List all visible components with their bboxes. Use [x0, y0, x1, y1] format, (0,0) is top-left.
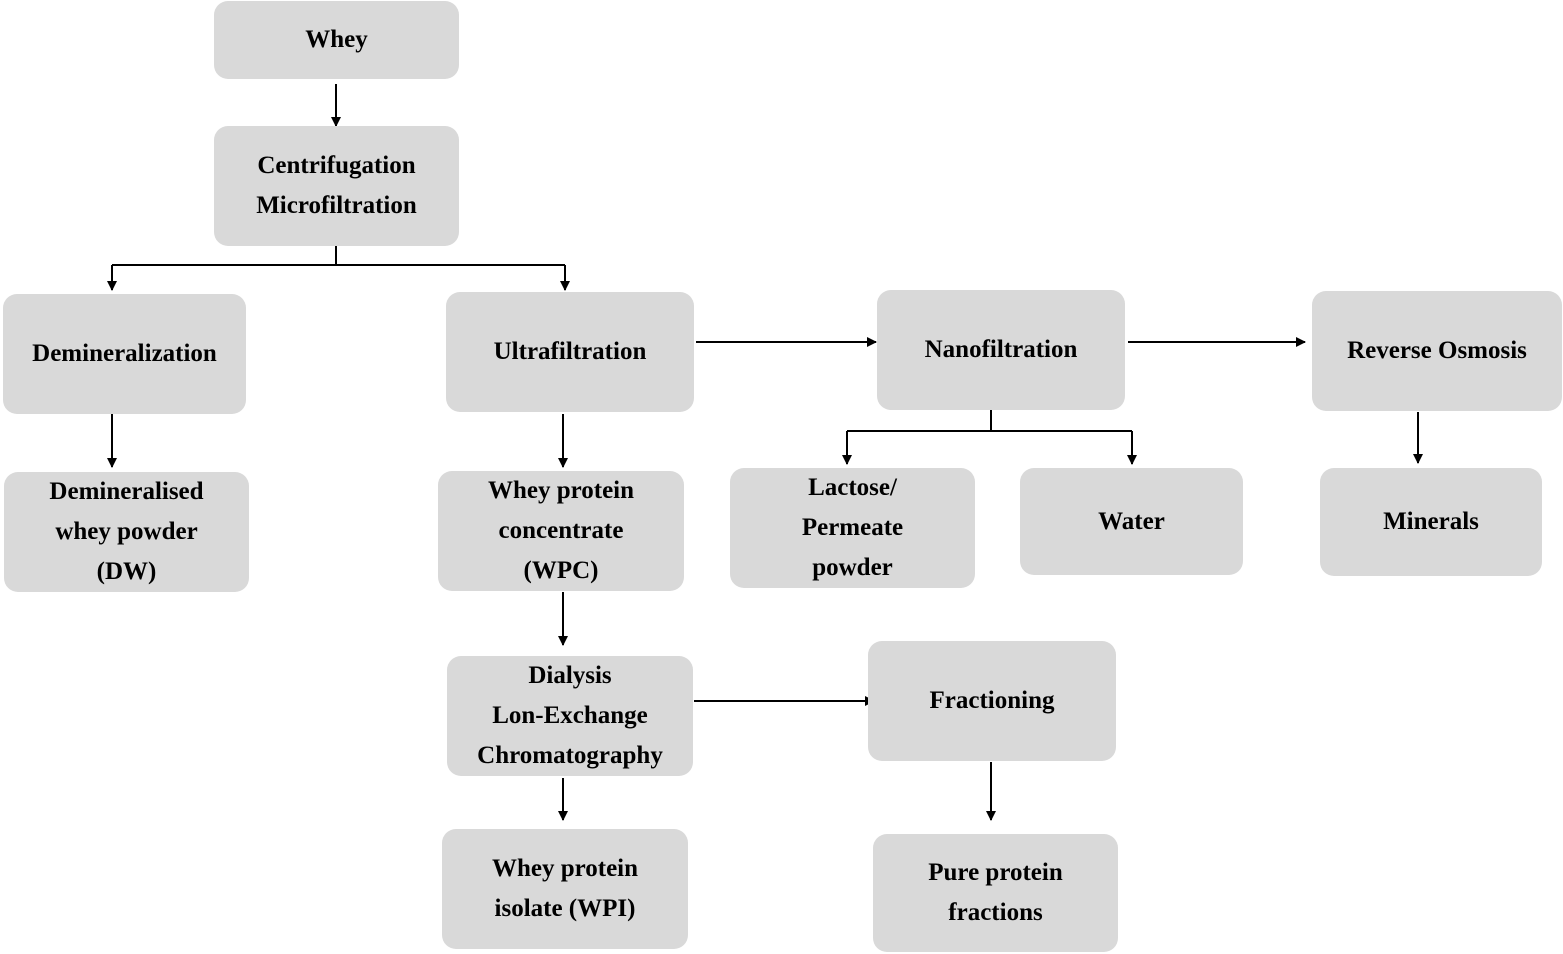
node-whey-label: Whey	[305, 26, 368, 53]
node-reverse-osmosis-label: Reverse Osmosis	[1347, 337, 1527, 364]
node-lactose-label: Lactose/ Permeate powder	[801, 474, 904, 581]
node-nanofiltration-label: Nanofiltration	[924, 336, 1078, 363]
node-demineralization-label: Demineralization	[32, 340, 217, 367]
node-nanofiltration: Nanofiltration	[877, 290, 1125, 410]
node-minerals-label: Minerals	[1383, 508, 1479, 535]
node-pure-protein-label: Pure protein fractions	[928, 859, 1063, 926]
node-centrifugation-label: Centrifugation Microfiltration	[256, 152, 417, 219]
node-demineralised-powder-label: Demineralised whey powder (DW)	[49, 478, 204, 585]
node-demineralised-whey-powder: Demineralised whey powder (DW)	[4, 472, 249, 592]
node-water-label: Water	[1098, 507, 1165, 535]
node-dialysis-label: Dialysis Lon-Exchange Chromatography	[477, 662, 663, 769]
node-whey-protein-concentrate: Whey protein concentrate (WPC)	[438, 471, 684, 591]
node-whey: Whey	[214, 1, 459, 79]
node-lactose-permeate-powder: Lactose/ Permeate powder	[730, 468, 975, 588]
node-ultrafiltration: Ultrafiltration	[446, 292, 694, 412]
node-water: Water	[1020, 468, 1243, 575]
node-demineralization: Demineralization	[3, 294, 246, 414]
node-wpi-label: Whey protein isolate (WPI)	[491, 855, 639, 922]
connector-centrifugation-branch	[112, 245, 565, 266]
node-fractioning-label: Fractioning	[929, 687, 1055, 714]
node-minerals: Minerals	[1320, 468, 1542, 576]
node-dialysis-ion-exchange: Dialysis Lon-Exchange Chromatography	[447, 656, 693, 776]
node-wpc-label: Whey protein concentrate (WPC)	[487, 477, 635, 584]
node-fractioning: Fractioning	[868, 641, 1116, 761]
node-ultrafiltration-label: Ultrafiltration	[493, 338, 647, 365]
node-centrifugation-microfiltration: Centrifugation Microfiltration	[214, 126, 459, 246]
connector-nanofiltration-branch	[847, 410, 1132, 432]
node-reverse-osmosis: Reverse Osmosis	[1312, 291, 1562, 411]
node-pure-protein-fractions: Pure protein fractions	[873, 834, 1118, 952]
node-whey-protein-isolate: Whey protein isolate (WPI)	[442, 829, 688, 949]
